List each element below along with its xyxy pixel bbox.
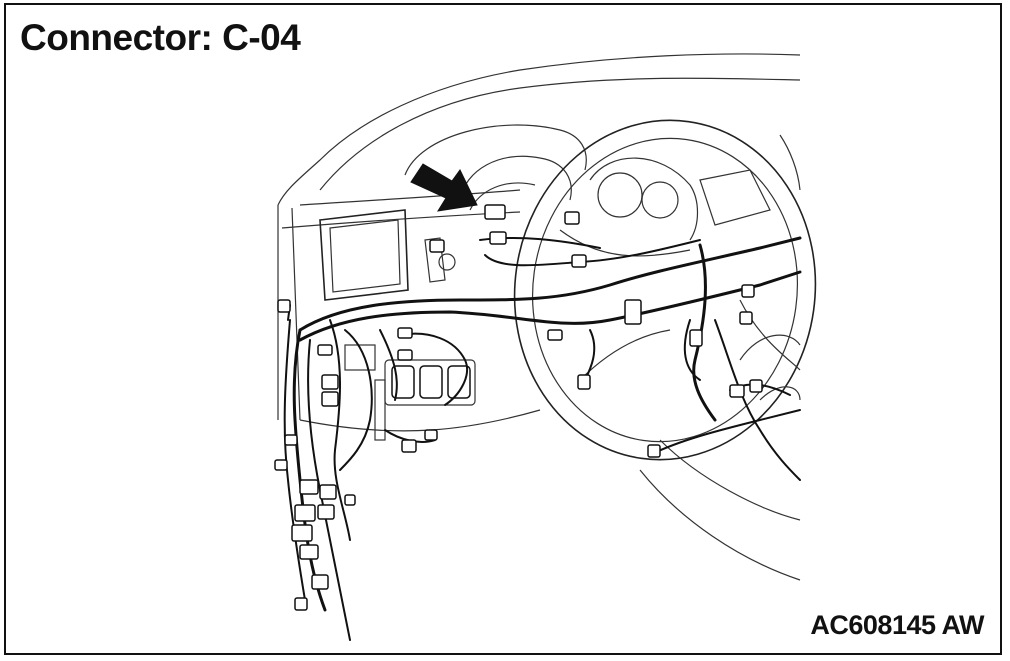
wiring-harness (283, 236, 802, 641)
connector-c-04 (484, 204, 506, 220)
instrument-hood (404, 124, 771, 241)
center-panel (319, 209, 456, 301)
pointer-arrow (410, 163, 478, 212)
dashboard-outline (277, 53, 801, 432)
diagram-frame: Connector: C-04 AC608145 AW (4, 3, 1002, 655)
diagram-title: Connector: C-04 (20, 17, 301, 58)
steering-column (639, 334, 801, 581)
connectors (274, 204, 763, 611)
arrow-icon (410, 163, 478, 212)
figure-code: AC608145 AW (810, 610, 984, 640)
steering-wheel (513, 119, 817, 461)
